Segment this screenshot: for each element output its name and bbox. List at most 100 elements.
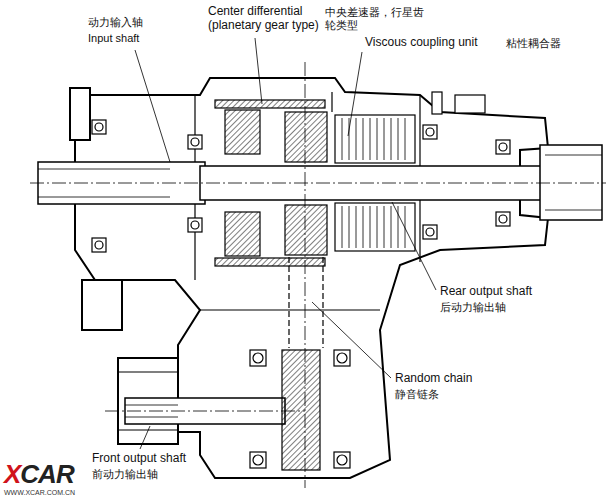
part-name-zh: 粘性耦合器 [506, 37, 561, 50]
sensor-connector [432, 92, 442, 114]
plate [342, 206, 343, 248]
spline-line [545, 155, 602, 156]
wall-line [118, 371, 178, 372]
plate [377, 206, 378, 248]
bearing [334, 452, 350, 468]
bearing [250, 452, 266, 468]
spline-line [38, 197, 170, 198]
part-name: Random chain [395, 372, 472, 386]
bearing-ball [253, 353, 263, 363]
watermark-logo: XCAR [4, 460, 74, 490]
bearing [250, 350, 266, 366]
leader-line [348, 52, 362, 136]
rear-output-end [540, 145, 602, 220]
plate [356, 118, 357, 160]
sprocket [285, 205, 327, 255]
bearing [92, 238, 106, 252]
chain-line [288, 257, 289, 348]
plate [363, 118, 364, 160]
axis-line [305, 62, 306, 488]
bearing-ball [253, 455, 263, 465]
bearing [423, 225, 437, 239]
plate [377, 118, 378, 160]
plate [384, 206, 385, 248]
axis-line [30, 183, 606, 184]
housing-outline [75, 78, 548, 478]
center-lines [30, 62, 606, 488]
part-name: Center differential (planetary gear type… [208, 5, 340, 33]
part-name: Input shaft [88, 32, 139, 45]
planet-gear [225, 212, 260, 256]
bearing-ball [426, 128, 434, 136]
bearing-ball [499, 215, 507, 223]
spline-line [125, 417, 178, 418]
housing [70, 78, 548, 478]
bearing [92, 120, 106, 134]
wall-line [200, 309, 380, 310]
part-name-zh: 动力输入轴 [88, 16, 143, 29]
spline-line [545, 210, 602, 211]
sensor-connector [455, 95, 485, 113]
chain-line [322, 257, 323, 348]
plate [384, 118, 385, 160]
bearing-ball [191, 221, 199, 229]
plate [405, 118, 406, 160]
leader-line [135, 50, 170, 162]
bearing [188, 218, 202, 232]
chain [289, 257, 323, 348]
bearing-ball [95, 241, 103, 249]
plate [349, 118, 350, 160]
bearing [496, 140, 510, 154]
part-name-zh: 前动力输出轴 [92, 468, 158, 481]
plate [370, 206, 371, 248]
leader-lines [135, 38, 436, 449]
spline-line [125, 405, 178, 406]
bearing-ball [337, 455, 347, 465]
plate [391, 206, 392, 248]
sprocket [285, 112, 327, 162]
part-name: Viscous coupling unit [365, 36, 478, 50]
plate [363, 206, 364, 248]
ring-gear [215, 100, 325, 108]
bearing [188, 135, 202, 149]
leader-line [140, 426, 150, 449]
part-name-zh: 后动力输出轴 [440, 301, 506, 314]
watermark-url: WWW.XCAR.COM.CN [4, 489, 75, 497]
leader-line [255, 38, 262, 104]
bearing [334, 350, 350, 366]
part-name-zh: 中央差速器，行星齿 轮类型 [325, 6, 427, 31]
plate [356, 206, 357, 248]
ring-gear [215, 258, 325, 266]
coupling-case [335, 115, 415, 163]
lower-sprocket [282, 350, 320, 470]
axis-line [105, 411, 305, 412]
connector [432, 92, 485, 114]
plate [398, 206, 399, 248]
inner-walls [118, 92, 420, 430]
bearing-ball [499, 143, 507, 151]
part-name-zh: 静音链条 [395, 388, 439, 401]
planet-gear [225, 110, 260, 154]
driven-sprocket [282, 350, 320, 470]
bearing-ball [95, 123, 103, 131]
plate [370, 118, 371, 160]
bearing-ball [337, 353, 347, 363]
part-name: Rear output shaft [440, 285, 532, 299]
flange [82, 280, 122, 330]
plate [342, 118, 343, 160]
plate [398, 118, 399, 160]
coupling-case [335, 203, 415, 251]
part-name: Front output shaft [92, 452, 186, 466]
wall-line [331, 92, 332, 112]
leader-line [312, 302, 391, 378]
plate [349, 206, 350, 248]
bearing [423, 125, 437, 139]
bearing [496, 212, 510, 226]
bearing-ball [191, 138, 199, 146]
spline-line [38, 169, 170, 170]
flange [70, 88, 90, 140]
bearing-ball [426, 228, 434, 236]
leader-line [392, 202, 436, 290]
plate [391, 118, 392, 160]
